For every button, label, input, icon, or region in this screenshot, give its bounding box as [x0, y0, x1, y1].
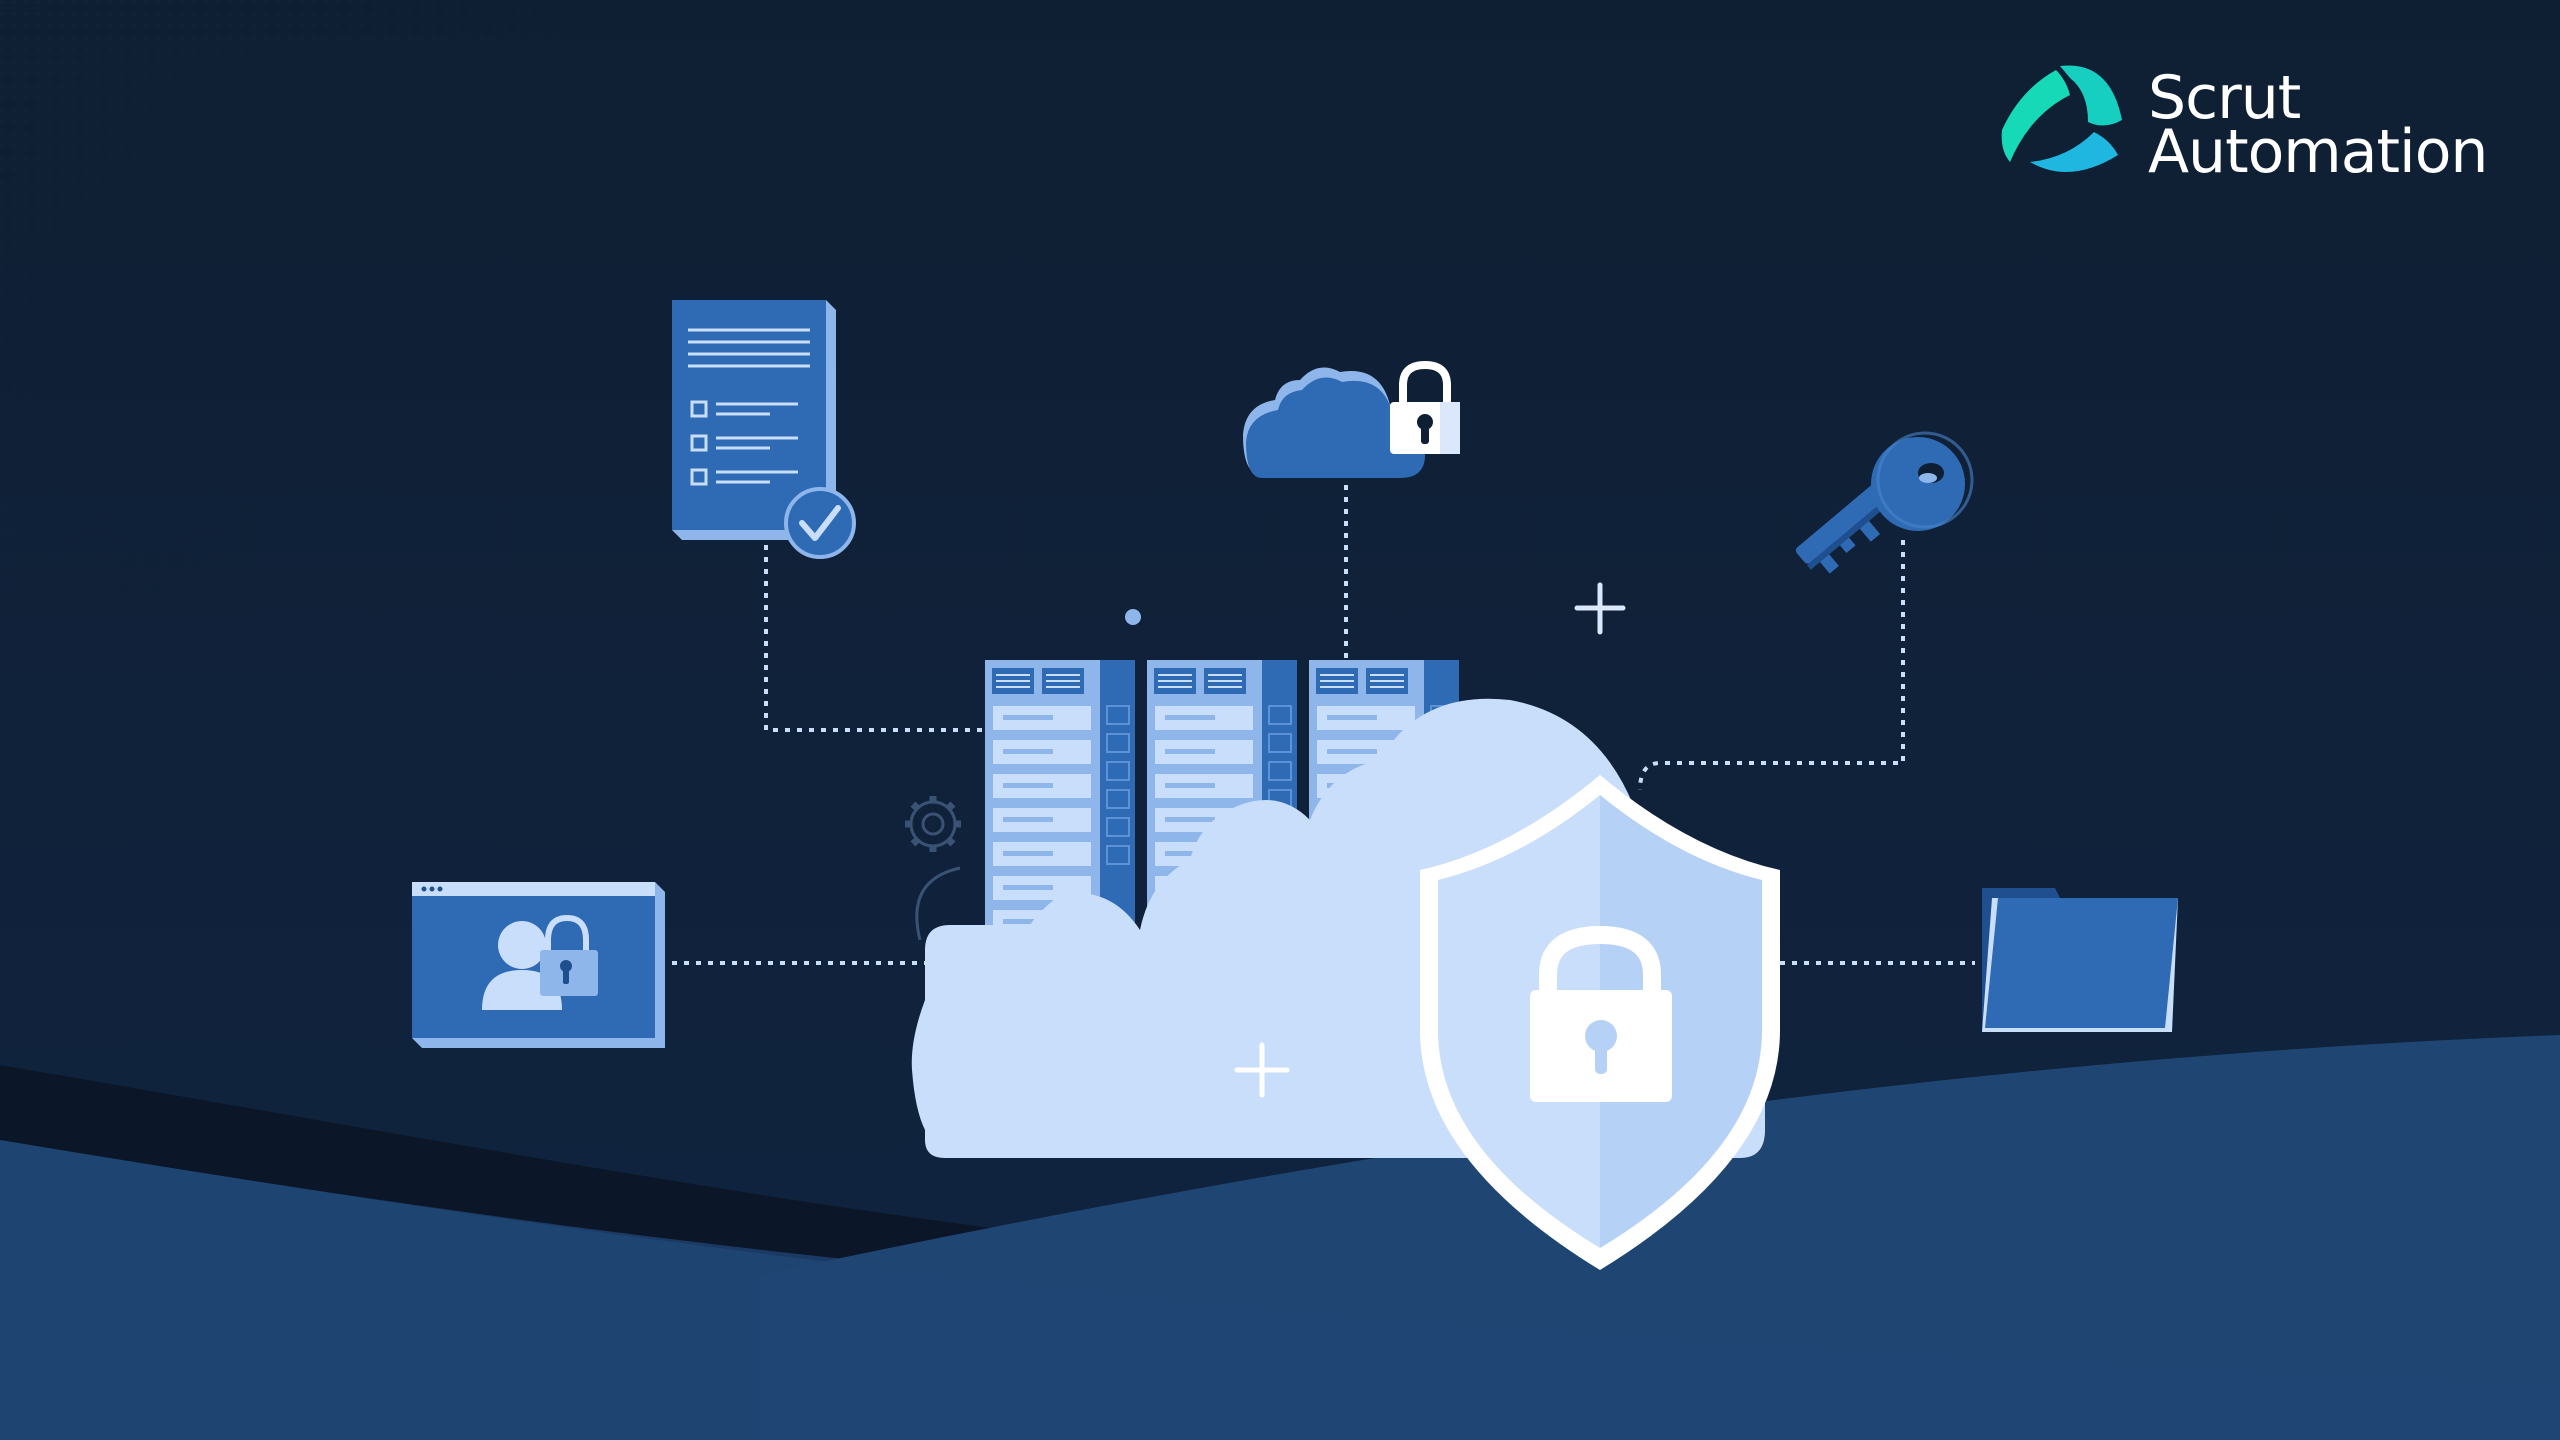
- compliance-checklist-document-icon: [672, 300, 856, 559]
- security-shield-lock-icon: [1420, 775, 1780, 1270]
- background-dot-texture: [0, 0, 800, 600]
- connector-lines: [672, 485, 1975, 965]
- background-waves: [0, 1035, 2560, 1440]
- sparkle-dot: [1125, 609, 1141, 625]
- check-badge-icon: [784, 487, 856, 559]
- secure-cloud-lock-icon: [1243, 360, 1460, 478]
- gear-icon: [905, 796, 961, 941]
- brand-name-line1: Scrut: [2148, 63, 2301, 133]
- wave-bottom: [0, 1140, 2560, 1440]
- scrut-logo-icon: [2001, 65, 2122, 172]
- plus-sparkle-icon: [1574, 582, 1626, 635]
- user-account-lock-window-icon: [412, 882, 665, 1048]
- connector-document: [764, 545, 985, 732]
- brand-name-line2: Automation: [2148, 117, 2487, 187]
- plus-sparkle-icon: [1234, 1042, 1290, 1098]
- folder-icon: [1982, 888, 2178, 1032]
- key-head: [1871, 431, 1974, 531]
